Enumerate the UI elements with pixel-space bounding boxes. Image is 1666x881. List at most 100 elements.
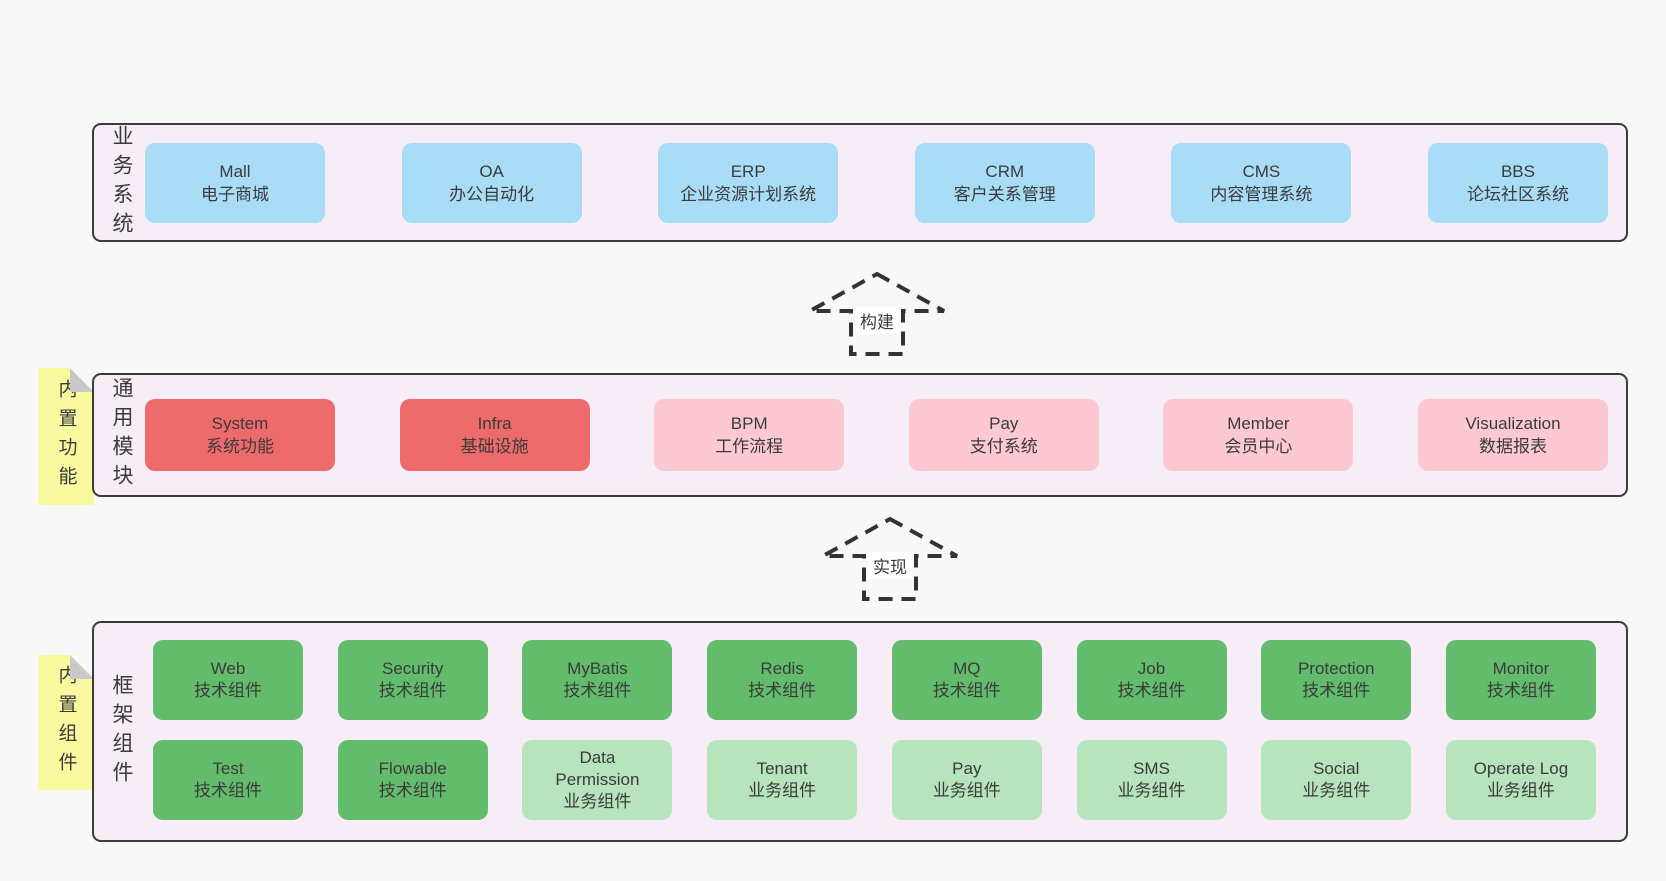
box-data-permission-subtitle: 业务组件 [563, 792, 632, 811]
box-flowable-title: Flowable [378, 759, 447, 778]
box-protection-title: Protection [1297, 659, 1375, 678]
box-web-subtitle: 技术组件 [194, 681, 262, 700]
box-oa: OA 办公自动化 [401, 142, 582, 223]
box-job-subtitle: 技术组件 [1117, 681, 1186, 700]
arrow-build: 构建 [807, 271, 947, 357]
box-mybatis-subtitle: 技术组件 [563, 681, 632, 700]
box-crm: CRM 客户关系管理 [914, 142, 1095, 223]
up-block-arrow-icon [822, 516, 958, 601]
box-monitor-title: Monitor [1492, 659, 1550, 678]
box-mall-subtitle: 电子商城 [201, 184, 269, 204]
box-erp: ERP 企业资源计划系统 [658, 142, 839, 223]
box-operate-log: Operate Log 业务组件 [1445, 740, 1596, 820]
box-security-title: Security [381, 659, 444, 678]
box-oa-title: OA [479, 161, 504, 181]
box-mybatis: MyBatis 技术组件 [522, 640, 673, 720]
box-test-title: Test [212, 759, 244, 778]
box-bbs-title: BBS [1500, 161, 1535, 181]
box-infra-subtitle: 基础设施 [460, 437, 529, 456]
box-sms-title: SMS [1133, 759, 1170, 778]
band-framework-components: 框架组件 Web 技术组件 Security 技术组件 MyBatis 技术组件… [92, 621, 1628, 842]
box-cms: CMS 内容管理系统 [1171, 142, 1352, 223]
box-sms: SMS 业务组件 [1076, 740, 1227, 820]
box-bpm: BPM 工作流程 [654, 399, 845, 471]
box-mall: Mall 电子商城 [145, 142, 325, 223]
box-tenant: Tenant 业务组件 [707, 740, 858, 820]
box-visualization-subtitle: 数据报表 [1478, 437, 1547, 456]
sticky-note-builtin-features: 内置功能 [38, 368, 94, 505]
box-redis: Redis 技术组件 [707, 640, 858, 720]
box-test: Test 技术组件 [153, 740, 303, 820]
box-social-title: Social [1313, 759, 1360, 778]
box-cms-subtitle: 内容管理系统 [1210, 184, 1313, 204]
box-system-subtitle: 系统功能 [206, 437, 274, 456]
up-block-arrow-icon [809, 271, 945, 356]
box-test-subtitle: 技术组件 [194, 781, 262, 800]
box-web: Web 技术组件 [153, 640, 303, 720]
box-system-title: System [211, 414, 269, 433]
box-infra-title: Infra [477, 414, 512, 433]
business-systems-row: Mall 电子商城 OA 办公自动化 ERP 企业资源计划系统 CRM 客户关系… [94, 125, 1626, 240]
band-common-modules-label: 通用模块 [110, 377, 133, 493]
box-crm-title: CRM [985, 161, 1025, 181]
box-pay-component-title: Pay [952, 759, 982, 778]
box-visualization: Visualization 数据报表 [1417, 399, 1608, 471]
box-protection: Protection 技术组件 [1261, 640, 1412, 720]
box-security-subtitle: 技术组件 [378, 681, 447, 700]
box-sms-subtitle: 业务组件 [1117, 781, 1186, 800]
arrow-build-label: 构建 [855, 307, 899, 334]
box-member-title: Member [1227, 414, 1290, 433]
box-erp-title: ERP [730, 161, 766, 181]
band-business-systems-label: 业务系统 [110, 124, 133, 241]
box-tenant-title: Tenant [756, 759, 808, 778]
sticky-note-builtin-components: 内置组件 [38, 655, 94, 790]
band-common-modules: 通用模块 System 系统功能 Infra 基础设施 BPM 工作流程 Pay… [92, 373, 1628, 497]
box-web-title: Web [210, 659, 246, 678]
box-pay-component-subtitle: 业务组件 [932, 781, 1001, 800]
box-erp-subtitle: 企业资源计划系统 [680, 184, 817, 204]
framework-components-row-2: Test 技术组件 Flowable 技术组件 Data Permission … [153, 740, 1596, 820]
box-bbs: BBS 论坛社区系统 [1427, 142, 1608, 223]
box-crm-subtitle: 客户关系管理 [953, 184, 1056, 204]
box-social: Social 业务组件 [1261, 740, 1412, 820]
box-bpm-subtitle: 工作流程 [715, 437, 784, 456]
sticky-builtin-components-label: 内置组件 [55, 664, 77, 781]
folded-corner-icon [70, 368, 94, 392]
band-framework-components-label: 框架组件 [110, 673, 133, 790]
box-mq-title: MQ [953, 659, 981, 678]
band-business-systems: 业务系统 Mall 电子商城 OA 办公自动化 ERP 企业资源计划系统 CRM… [92, 123, 1628, 242]
box-member-subtitle: 会员中心 [1224, 437, 1293, 456]
box-flowable: Flowable 技术组件 [337, 740, 488, 820]
box-cms-title: CMS [1242, 161, 1281, 181]
box-redis-title: Redis [760, 659, 804, 678]
box-tenant-subtitle: 业务组件 [748, 781, 817, 800]
box-bpm-title: BPM [730, 414, 768, 433]
box-security: Security 技术组件 [337, 640, 488, 720]
box-data-permission: Data Permission 业务组件 [522, 740, 673, 820]
arrow-implement: 实现 [820, 516, 960, 602]
box-job: Job 技术组件 [1076, 640, 1227, 720]
box-member: Member 会员中心 [1163, 399, 1354, 471]
box-redis-subtitle: 技术组件 [748, 681, 817, 700]
box-pay: Pay 支付系统 [908, 399, 1099, 471]
box-job-title: Job [1137, 659, 1166, 678]
framework-components-rows: Web 技术组件 Security 技术组件 MyBatis 技术组件 Redi… [94, 623, 1626, 840]
box-mall-title: Mall [219, 161, 251, 181]
box-mq: MQ 技术组件 [891, 640, 1042, 720]
box-monitor-subtitle: 技术组件 [1486, 681, 1555, 700]
common-modules-row: System 系统功能 Infra 基础设施 BPM 工作流程 Pay 支付系统… [94, 375, 1626, 495]
box-flowable-subtitle: 技术组件 [378, 781, 447, 800]
box-infra: Infra 基础设施 [399, 399, 590, 471]
box-data-permission-title: Data Permission [555, 748, 640, 789]
box-operate-log-title: Operate Log [1473, 759, 1569, 778]
box-mybatis-title: MyBatis [567, 659, 628, 678]
box-pay-title: Pay [989, 414, 1019, 433]
sticky-builtin-features-label: 内置功能 [55, 378, 77, 495]
box-oa-subtitle: 办公自动化 [449, 184, 535, 204]
box-protection-subtitle: 技术组件 [1302, 681, 1371, 700]
box-mq-subtitle: 技术组件 [932, 681, 1001, 700]
box-bbs-subtitle: 论坛社区系统 [1466, 184, 1569, 204]
box-pay-subtitle: 支付系统 [969, 437, 1038, 456]
arrow-implement-label: 实现 [868, 552, 912, 579]
